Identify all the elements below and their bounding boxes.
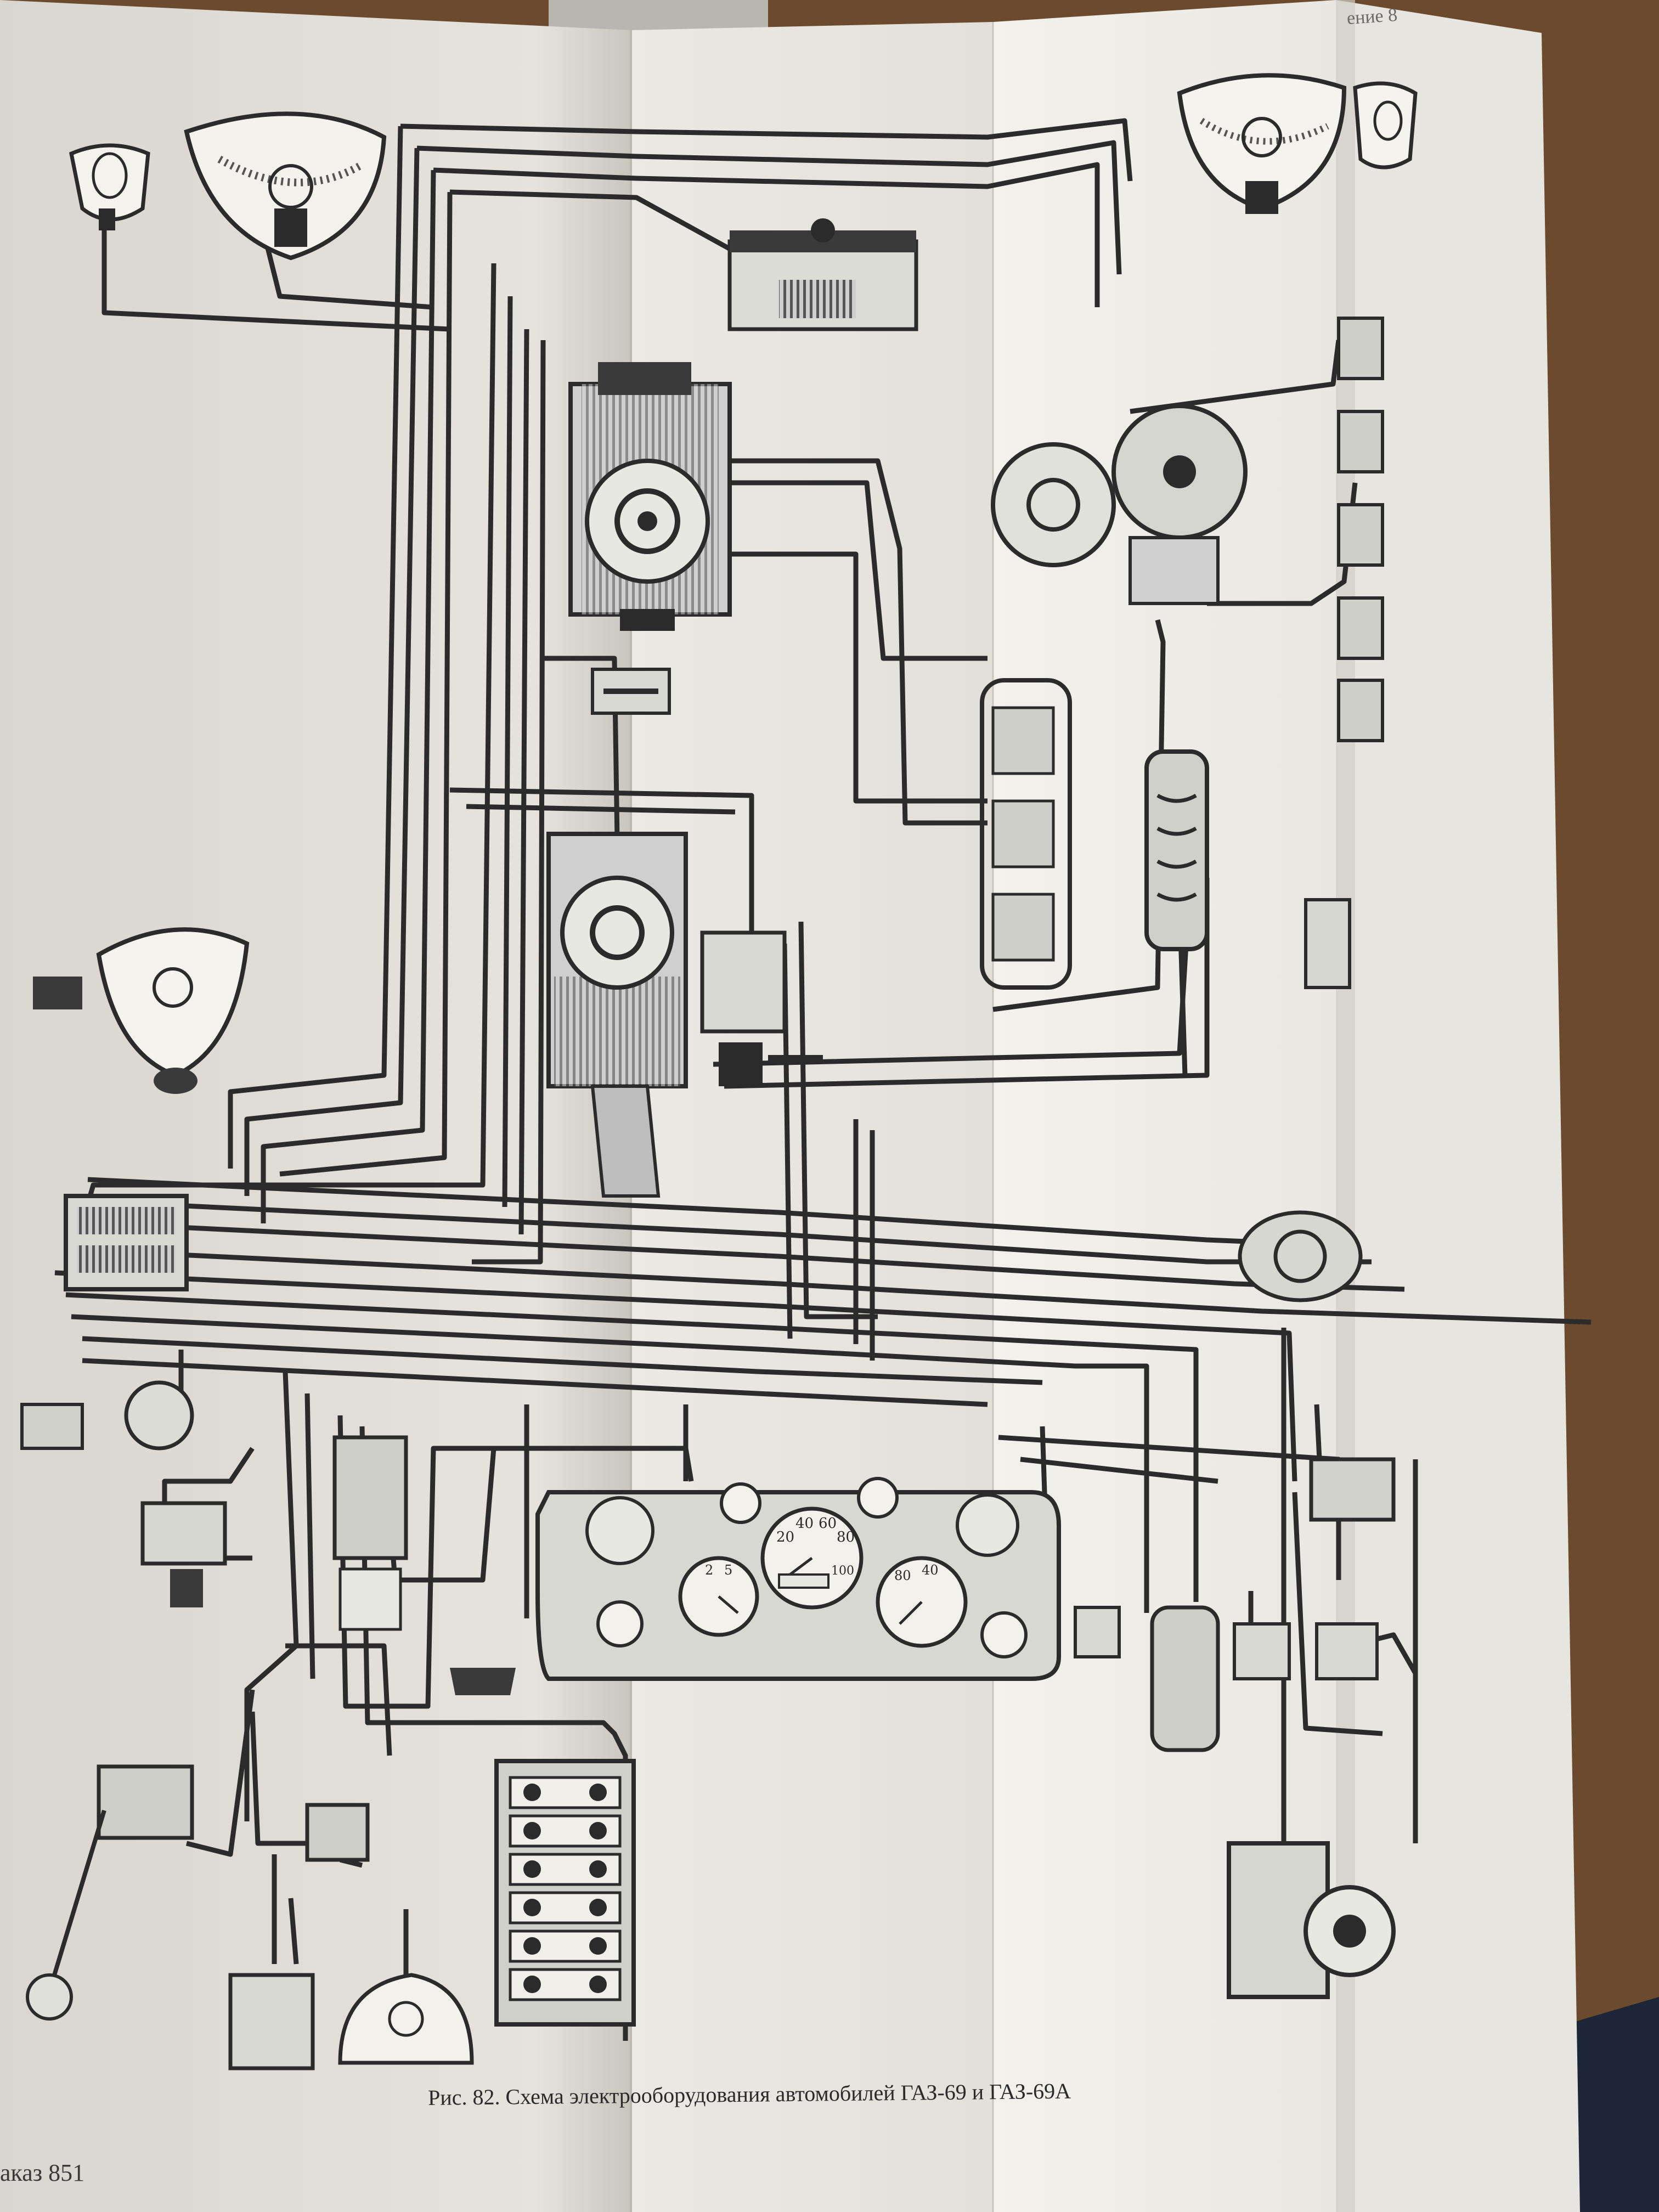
starter-motor [546, 832, 688, 1198]
fuel-gauge-tick-2: 2 [705, 1562, 713, 1578]
horn-relay [228, 1973, 315, 2070]
speedometer-tick-80: 80 [837, 1529, 855, 1545]
parking-lamp-left [69, 143, 150, 230]
headlight-middle-left [33, 927, 250, 1094]
order-stamp: аказ 851 [0, 2159, 85, 2186]
dome-lamp-switch [1150, 1605, 1220, 1752]
headlight-top-right [1177, 73, 1347, 214]
spark-plugs [1337, 317, 1384, 742]
ammeter [585, 1496, 654, 1565]
speedometer-tick-20: 20 [776, 1529, 794, 1545]
temp-gauge-tick-40: 40 [922, 1562, 939, 1578]
trailer-socket [1074, 1606, 1379, 1680]
speedometer-tick-40: 40 [795, 1515, 814, 1532]
fuel-pump-sender [305, 1803, 370, 1862]
panel-lamp-left [596, 1600, 644, 1647]
warning-lamp-1 [720, 1482, 761, 1524]
relay-regulator [980, 678, 1072, 990]
rear-lamp-right [1227, 1841, 1396, 1999]
stop-light-switch [1309, 1457, 1396, 1522]
ignition-coil [1144, 749, 1209, 951]
distributor [991, 404, 1248, 605]
panel-lamp-right [980, 1611, 1028, 1658]
light-switch [140, 1501, 227, 1607]
ignition-switch [332, 1435, 408, 1631]
temperature-gauge: 80 40 [876, 1556, 968, 1648]
speedometer-tick-100: 100 [831, 1564, 854, 1578]
headlight-top-left [184, 111, 387, 261]
wiper-motor [26, 1764, 194, 2021]
voltage-regulator-top [727, 218, 918, 331]
fuel-gauge: 2 5 [678, 1556, 759, 1637]
paper-panel-left [0, 0, 631, 2212]
wiper-motor-right [1238, 1210, 1363, 1302]
oil-gauge [956, 1493, 1019, 1557]
brake-switch-left [20, 1403, 84, 1450]
fuse-block-top [591, 668, 671, 715]
generator [568, 362, 732, 631]
temp-gauge-tick-80: 80 [894, 1568, 911, 1583]
fuse-box [494, 1759, 636, 2027]
parking-lamp-right [1353, 81, 1418, 170]
header-fragment: ение 8 [1346, 4, 1398, 29]
paper-panel-middle [631, 22, 993, 2212]
speedometer: 20 40 60 80 100 [760, 1506, 864, 1610]
starter-switch [700, 930, 823, 1086]
speedometer-tick-60: 60 [819, 1515, 837, 1532]
paper-panel-far-right [1336, 0, 1580, 2212]
warning-lamp-2 [857, 1477, 899, 1519]
oil-pressure-sender [1304, 898, 1351, 989]
instrument-cluster: 20 40 60 80 100 2 5 80 40 [535, 1477, 1061, 1681]
fuel-gauge-tick-5: 5 [724, 1562, 732, 1578]
horn-left [124, 1380, 194, 1451]
rear-lamp-left [338, 1973, 474, 2065]
junction-block [64, 1194, 189, 1291]
gray-page-top [549, 0, 768, 33]
dimmer-switch [450, 1668, 516, 1695]
